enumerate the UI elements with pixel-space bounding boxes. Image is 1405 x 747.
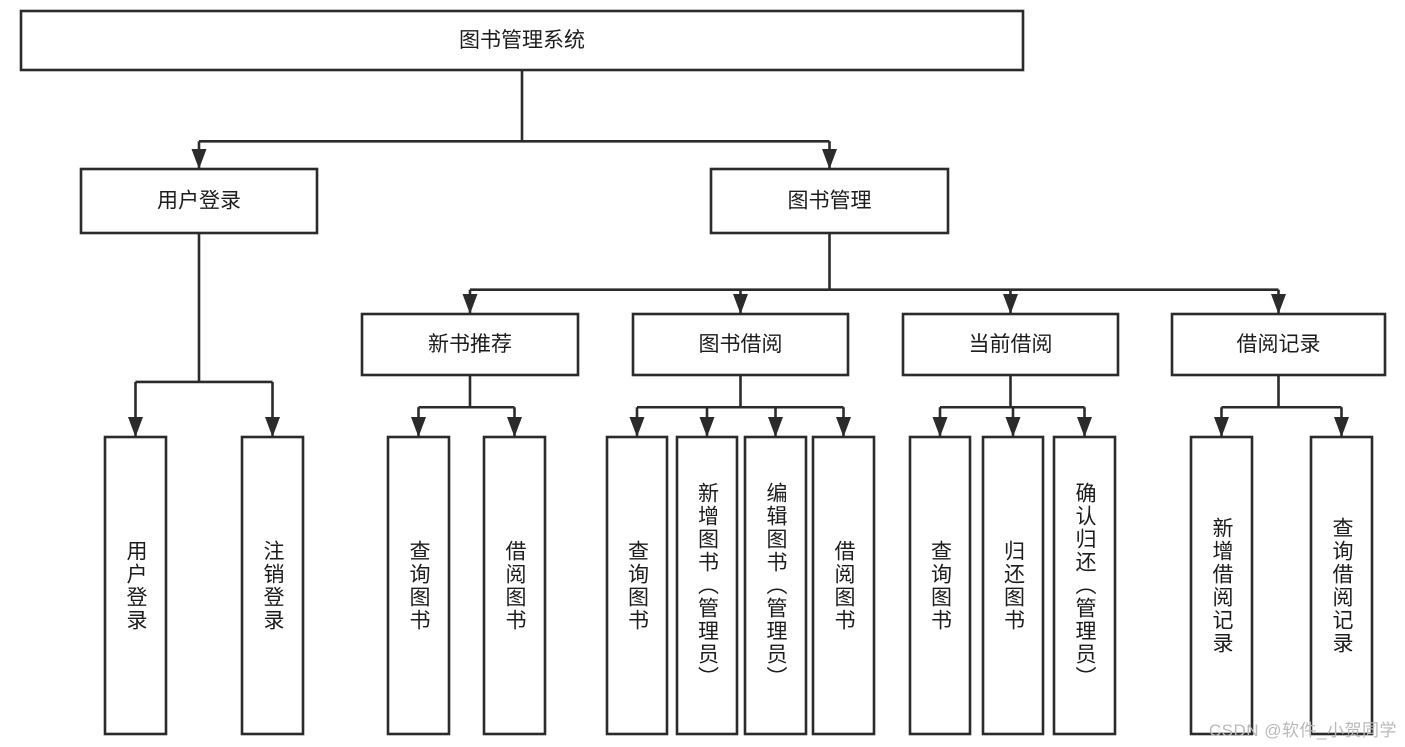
node-label-current-borrow: 当前借阅	[969, 333, 1053, 356]
node-label-book-manage: 图书管理	[788, 190, 872, 213]
node-box-leaf-query-record	[1309, 435, 1374, 736]
arrowhead-current-borrow	[1003, 294, 1018, 314]
arrowhead-book-manage	[822, 149, 837, 169]
node-box-leaf-add-book	[675, 435, 739, 736]
node-box-leaf-return-book	[981, 435, 1045, 736]
watermark: CSDN @软件_小贺同学	[1208, 721, 1397, 740]
arrowhead-new-book-rec	[462, 294, 478, 314]
node-label-new-book-rec: 新书推荐	[428, 333, 512, 356]
node-box-leaf-confirm-return	[1052, 435, 1117, 736]
node-box-leaf-query-book-cb	[908, 435, 972, 736]
node-box-borrow-record	[1170, 312, 1387, 377]
arrowhead-leaf-user-logout	[265, 417, 280, 437]
arrowhead-leaf-add-book	[699, 417, 715, 437]
edge-layer	[128, 70, 1349, 437]
arrowhead-leaf-query-book-rec	[411, 417, 426, 437]
arrowhead-leaf-query-book-bb	[629, 417, 645, 437]
arrowhead-user-login	[191, 149, 207, 169]
box-layer	[19, 9, 1387, 736]
arrowhead-leaf-borrow-book-bb	[836, 417, 851, 437]
arrowhead-book-borrow	[733, 294, 748, 314]
node-box-user-login	[79, 167, 319, 235]
node-box-leaf-query-book-bb	[605, 435, 669, 736]
arrowhead-borrow-record	[1271, 294, 1286, 314]
node-label-book-borrow: 图书借阅	[699, 333, 783, 356]
node-box-leaf-borrow-book-rec	[482, 435, 547, 736]
arrowhead-leaf-borrow-book-rec	[507, 417, 522, 437]
node-label-user-login: 用户登录	[157, 190, 241, 213]
node-box-leaf-edit-book	[743, 435, 808, 736]
node-box-new-book-rec	[360, 312, 580, 377]
node-box-leaf-add-record	[1189, 435, 1254, 736]
node-box-book-manage	[709, 167, 950, 235]
arrowhead-leaf-query-record	[1334, 417, 1349, 437]
arrowhead-leaf-user-login	[128, 417, 143, 437]
node-box-leaf-user-login	[103, 435, 168, 736]
arrowhead-leaf-confirm-return	[1077, 417, 1092, 437]
node-label-root: 图书管理系统	[459, 29, 585, 52]
arrowhead-leaf-edit-book	[768, 417, 783, 437]
node-label-borrow-record: 借阅记录	[1237, 333, 1321, 356]
arrowhead-leaf-return-book	[1005, 417, 1021, 437]
node-box-book-borrow	[631, 312, 850, 377]
node-box-current-borrow	[901, 312, 1120, 377]
node-box-leaf-query-book-rec	[386, 435, 451, 736]
node-box-leaf-user-logout	[240, 435, 305, 736]
arrowhead-leaf-query-book-cb	[932, 417, 948, 437]
node-box-root	[19, 9, 1025, 72]
arrowhead-leaf-add-record	[1214, 417, 1229, 437]
node-box-leaf-borrow-book-bb	[811, 435, 876, 736]
